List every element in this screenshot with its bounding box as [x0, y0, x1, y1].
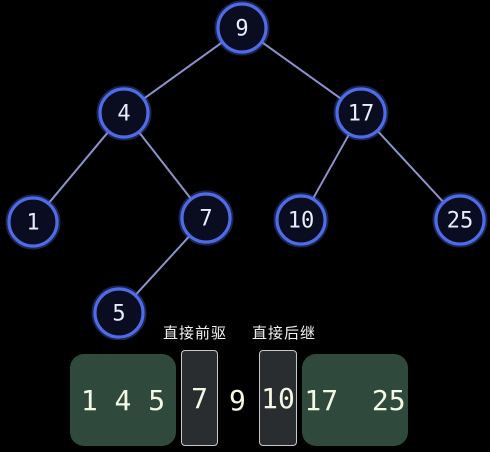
tree-node-9: 9 [214, 0, 270, 56]
current-value: 9 [229, 384, 246, 417]
node-circle [7, 196, 59, 248]
predecessor-box: 7 [181, 350, 218, 446]
predecessor-label: 直接前驱 [163, 324, 228, 342]
node-circle [434, 194, 486, 246]
tree-node-5: 5 [91, 285, 147, 340]
successor-box: 10 [259, 350, 297, 446]
node-label: 4 [117, 102, 130, 127]
node-label: 17 [348, 102, 375, 127]
tree-edge [376, 129, 445, 204]
successor-label: 直接后继 [252, 324, 317, 342]
left-group-box: 1 4 5 [70, 354, 176, 446]
node-circle [93, 287, 145, 339]
node-label: 7 [199, 207, 212, 232]
node-circle [98, 87, 150, 139]
tree-edge [134, 235, 191, 296]
tree-node-1: 1 [5, 194, 61, 250]
tree-edge [311, 133, 351, 200]
node-label: 25 [447, 209, 474, 234]
node-circle [216, 2, 268, 54]
node-label: 10 [288, 209, 315, 234]
tree-edge [142, 41, 224, 100]
node-label: 9 [235, 17, 248, 42]
node-label: 1 [26, 211, 39, 236]
tree-node-17: 17 [333, 85, 389, 141]
node-circle [275, 194, 327, 246]
tree-edge [260, 41, 343, 100]
node-circle [180, 192, 232, 244]
tree-edge [47, 130, 110, 205]
tree-edge [137, 131, 193, 200]
right-group-box: 17 25 [302, 354, 408, 446]
node-label: 5 [112, 302, 125, 327]
tree-node-10: 10 [273, 192, 329, 248]
tree-node-7: 7 [178, 190, 234, 246]
tree-node-25: 25 [432, 192, 488, 248]
node-circle [335, 87, 387, 139]
tree-node-4: 4 [96, 85, 152, 141]
